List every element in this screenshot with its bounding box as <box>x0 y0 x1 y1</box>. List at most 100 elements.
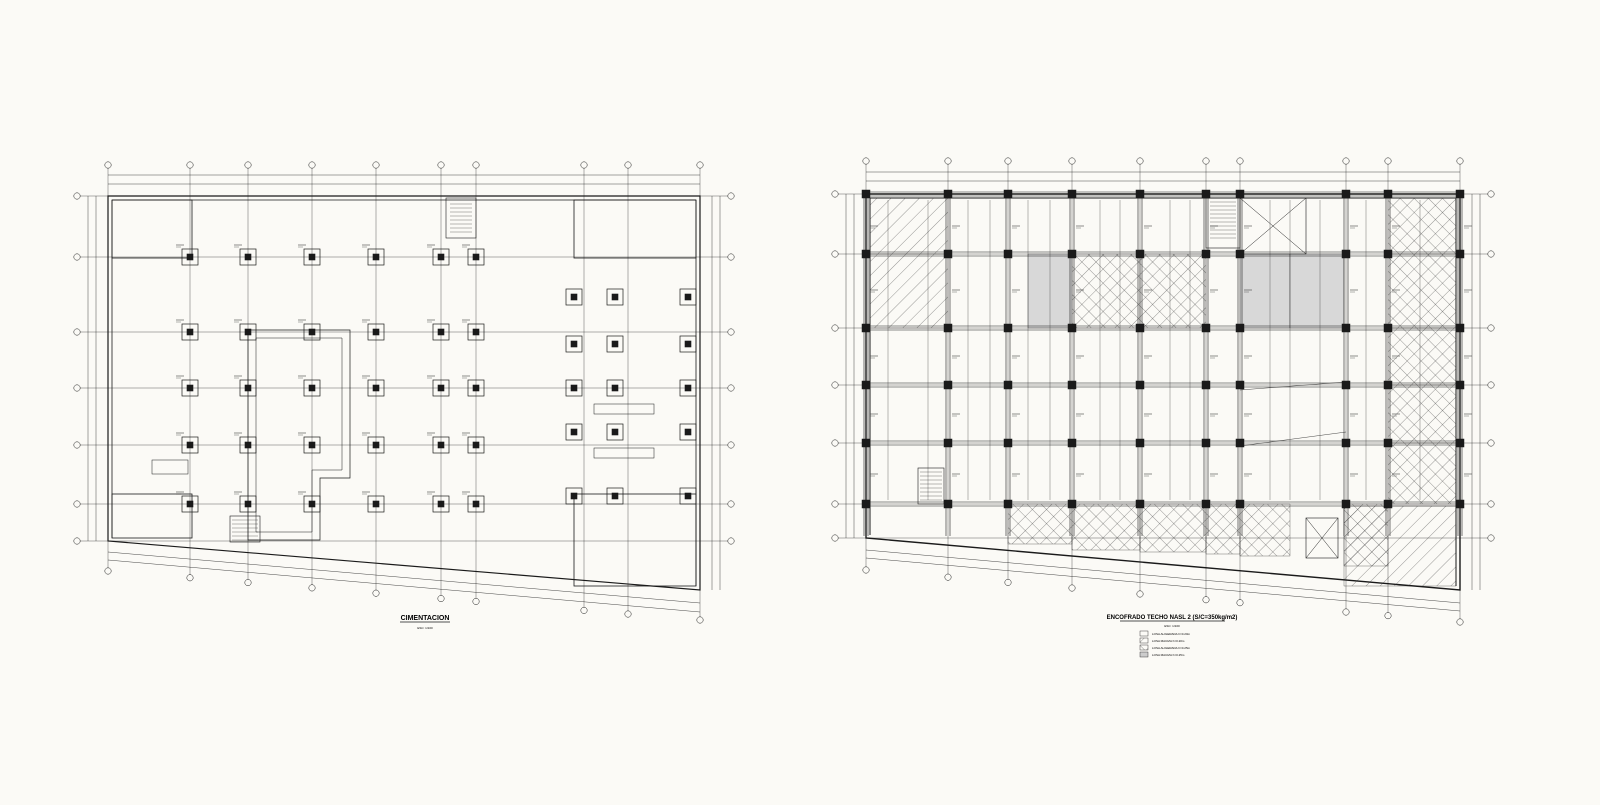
column <box>437 253 445 261</box>
column <box>472 384 480 392</box>
grid-bubble-top <box>372 161 380 169</box>
footing <box>367 436 385 454</box>
grid-bubble-bottom <box>244 579 252 587</box>
grid-bubble-top <box>862 157 870 165</box>
grid-bubble-bottom <box>696 616 704 624</box>
grid-bubble-top <box>244 161 252 169</box>
column <box>308 328 316 336</box>
grid-bubble-right <box>1487 190 1495 198</box>
column <box>1235 438 1245 448</box>
grid-bubble-left <box>73 328 81 336</box>
column <box>1341 438 1351 448</box>
grid-bubble-top <box>308 161 316 169</box>
column <box>1135 189 1145 199</box>
column <box>372 384 380 392</box>
grid-bubble-right <box>1487 500 1495 508</box>
footing <box>467 323 485 341</box>
column <box>1201 323 1211 333</box>
solid-slab-hatch <box>869 253 949 329</box>
column <box>1135 249 1145 259</box>
grid-bubble-right <box>727 192 735 200</box>
column <box>570 340 578 348</box>
column <box>1201 249 1211 259</box>
grid-bubble-bottom <box>472 598 480 605</box>
column <box>1067 499 1077 509</box>
footing <box>467 436 485 454</box>
grid-bubble-left <box>831 381 839 389</box>
footing <box>181 495 199 513</box>
grid-bubble-right <box>1487 381 1495 389</box>
footing <box>467 495 485 513</box>
column <box>611 428 619 436</box>
column <box>437 384 445 392</box>
legend-item-4: LOSA MACIZA h=0.25m <box>1152 653 1185 657</box>
footing <box>303 436 321 454</box>
column <box>1235 380 1245 390</box>
column <box>1383 249 1393 259</box>
grid-bubble-bottom <box>186 574 194 582</box>
column <box>1455 380 1465 390</box>
column <box>186 328 194 336</box>
column <box>1201 499 1211 509</box>
footing <box>679 288 697 306</box>
footing <box>467 248 485 266</box>
footing <box>303 323 321 341</box>
grid-bubble-top <box>624 161 632 169</box>
grid-bubble-bottom <box>308 584 316 592</box>
column <box>1067 438 1077 448</box>
foundation-outline <box>107 195 701 591</box>
grid-bubble-bottom <box>944 573 952 581</box>
column <box>308 253 316 261</box>
column <box>1135 323 1145 333</box>
column <box>684 340 692 348</box>
grid-bubble-top <box>580 161 588 169</box>
grid-bubble-left <box>73 500 81 508</box>
grid-bubble-top <box>1004 157 1012 165</box>
dimension-line <box>107 559 701 613</box>
legend-item-2: LOSA MACIZA h=0.20m <box>1152 639 1185 643</box>
column <box>1135 380 1145 390</box>
column <box>861 249 871 259</box>
ramp-line <box>1239 431 1347 447</box>
formwork-plan <box>831 157 1495 626</box>
column <box>1341 189 1351 199</box>
column <box>186 441 194 449</box>
formwork-legend: LOSA ALIGERADA h=0.20m LOSA MACIZA h=0.2… <box>1139 630 1191 658</box>
column <box>437 328 445 336</box>
column <box>861 189 871 199</box>
column <box>1235 189 1245 199</box>
grid-bubble-right <box>727 537 735 545</box>
footing <box>606 379 624 397</box>
grid-bubble-top <box>437 161 445 169</box>
footing <box>432 379 450 397</box>
column <box>186 253 194 261</box>
stair-box <box>229 515 261 543</box>
grid-bubble-left <box>831 324 839 332</box>
footing <box>565 423 583 441</box>
column <box>1067 189 1077 199</box>
grid-bubble-left <box>73 537 81 545</box>
grid-bubble-left <box>831 534 839 542</box>
column <box>1003 249 1013 259</box>
grid-bubble-right <box>1487 534 1495 542</box>
column <box>1455 323 1465 333</box>
column <box>372 253 380 261</box>
footing <box>606 423 624 441</box>
column <box>943 323 953 333</box>
thick-slab-hatch <box>1387 442 1457 505</box>
grid-bubble-left <box>73 441 81 449</box>
legend-swatch-2 <box>1139 637 1149 644</box>
stair-box <box>1205 197 1241 249</box>
footing <box>303 379 321 397</box>
column <box>611 384 619 392</box>
column <box>1201 189 1211 199</box>
grid-bubble-left <box>831 190 839 198</box>
footing <box>181 379 199 397</box>
corner-footing <box>573 199 697 259</box>
grid-bubble-bottom <box>1456 618 1464 626</box>
footing <box>367 323 385 341</box>
column <box>1341 323 1351 333</box>
grid-bubble-bottom <box>104 567 112 575</box>
thick-slab-hatch <box>1071 253 1141 329</box>
column <box>1383 499 1393 509</box>
